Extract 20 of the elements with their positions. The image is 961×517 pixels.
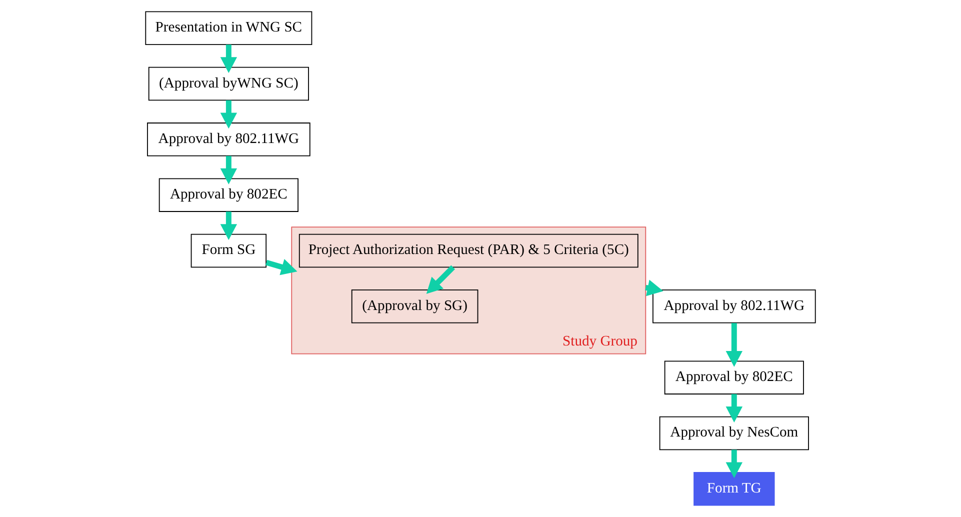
node-box: Project Authorization Request (PAR) & 5 Criteria (5C): [298, 234, 638, 268]
node-box: (Approval byWNG SC): [148, 66, 309, 101]
arrow: [220, 100, 238, 129]
node-box: Approval by 802EC: [664, 360, 804, 394]
arrow: [726, 450, 743, 478]
node-box: Approval by 802EC: [158, 178, 298, 212]
arrow: [220, 44, 238, 74]
node-box: Form TG: [694, 472, 775, 506]
arrow: [220, 212, 238, 240]
arrow: [220, 156, 238, 184]
node-box: (Approval by SG): [351, 290, 478, 324]
node-box: Approval by 802.11WG: [652, 290, 816, 324]
node-box: Form SG: [190, 234, 267, 268]
node-box: Presentation in WNG SC: [145, 11, 312, 45]
node-box: Approval by 802.11WG: [147, 122, 310, 156]
arrow: [726, 323, 743, 367]
arrow: [426, 265, 455, 294]
arrow: [726, 394, 743, 422]
node-box: Approval by NesCom: [659, 416, 809, 450]
arrow: [266, 259, 298, 276]
